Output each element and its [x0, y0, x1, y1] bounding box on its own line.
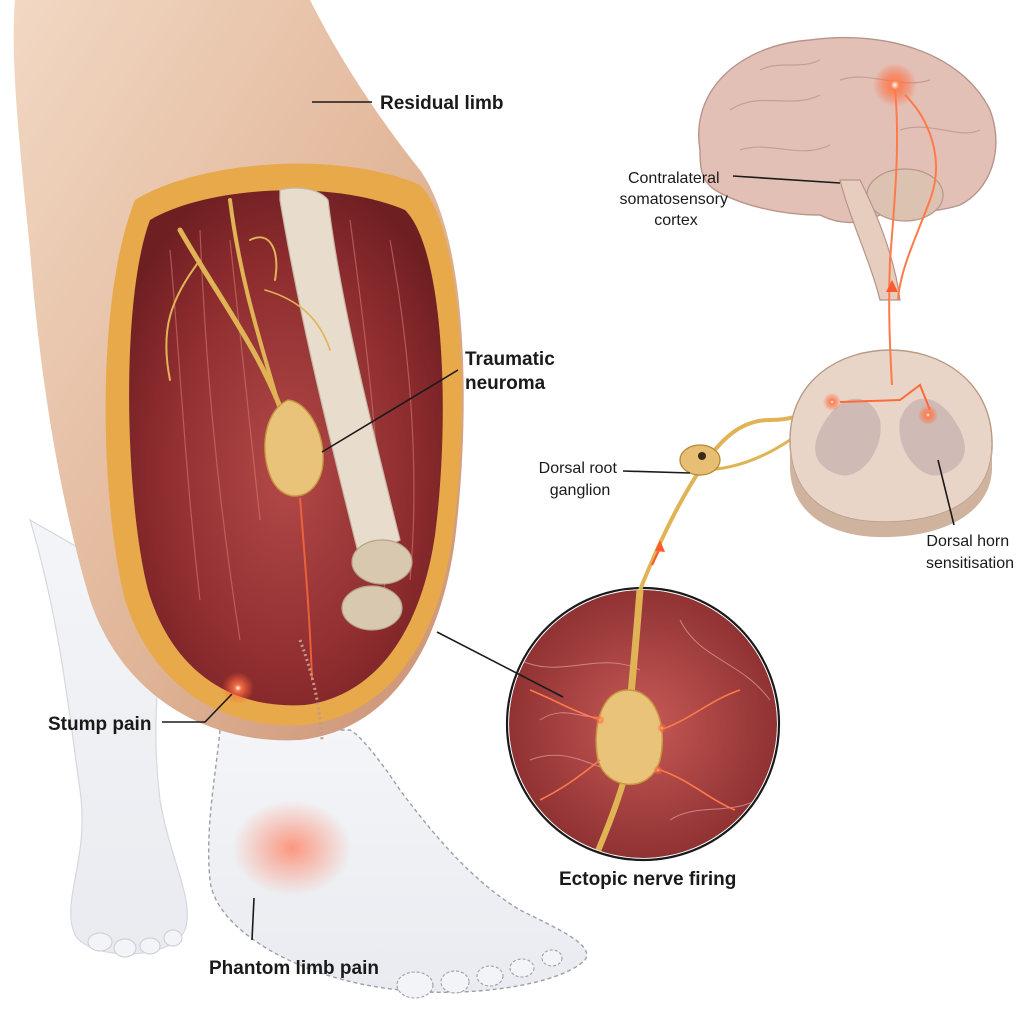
- magnified-neuroma-view: [505, 586, 781, 862]
- bone-end: [351, 539, 413, 585]
- bone-end-2: [341, 585, 403, 631]
- label-stump-pain: Stump pain: [48, 714, 151, 735]
- phantom-pain-glow: [232, 800, 352, 896]
- label-contralateral-cortex: Contralateral somatosensory cortex: [620, 170, 733, 229]
- label-dorsal-horn-sensitisation: Dorsal horn sensitisation: [926, 533, 1014, 572]
- traumatic-neuroma: [264, 399, 324, 497]
- leader-lines: [162, 101, 955, 941]
- phantom-foot: [207, 729, 588, 999]
- label-residual-limb: Residual limb: [380, 93, 504, 114]
- label-dorsal-root-ganglion: Dorsal root ganglion: [539, 460, 622, 499]
- label-phantom-limb-pain: Phantom limb pain: [209, 958, 379, 979]
- label-ectopic-nerve-firing: Ectopic nerve firing: [559, 869, 736, 890]
- residual-limb: [13, 0, 464, 741]
- brain: [698, 36, 997, 386]
- brainstem: [839, 179, 901, 301]
- nerve-branches: [165, 198, 331, 423]
- stump-scar: [298, 639, 324, 741]
- spinal-cord-section: [789, 349, 993, 538]
- label-traumatic-neuroma: Traumatic neuroma: [465, 349, 560, 394]
